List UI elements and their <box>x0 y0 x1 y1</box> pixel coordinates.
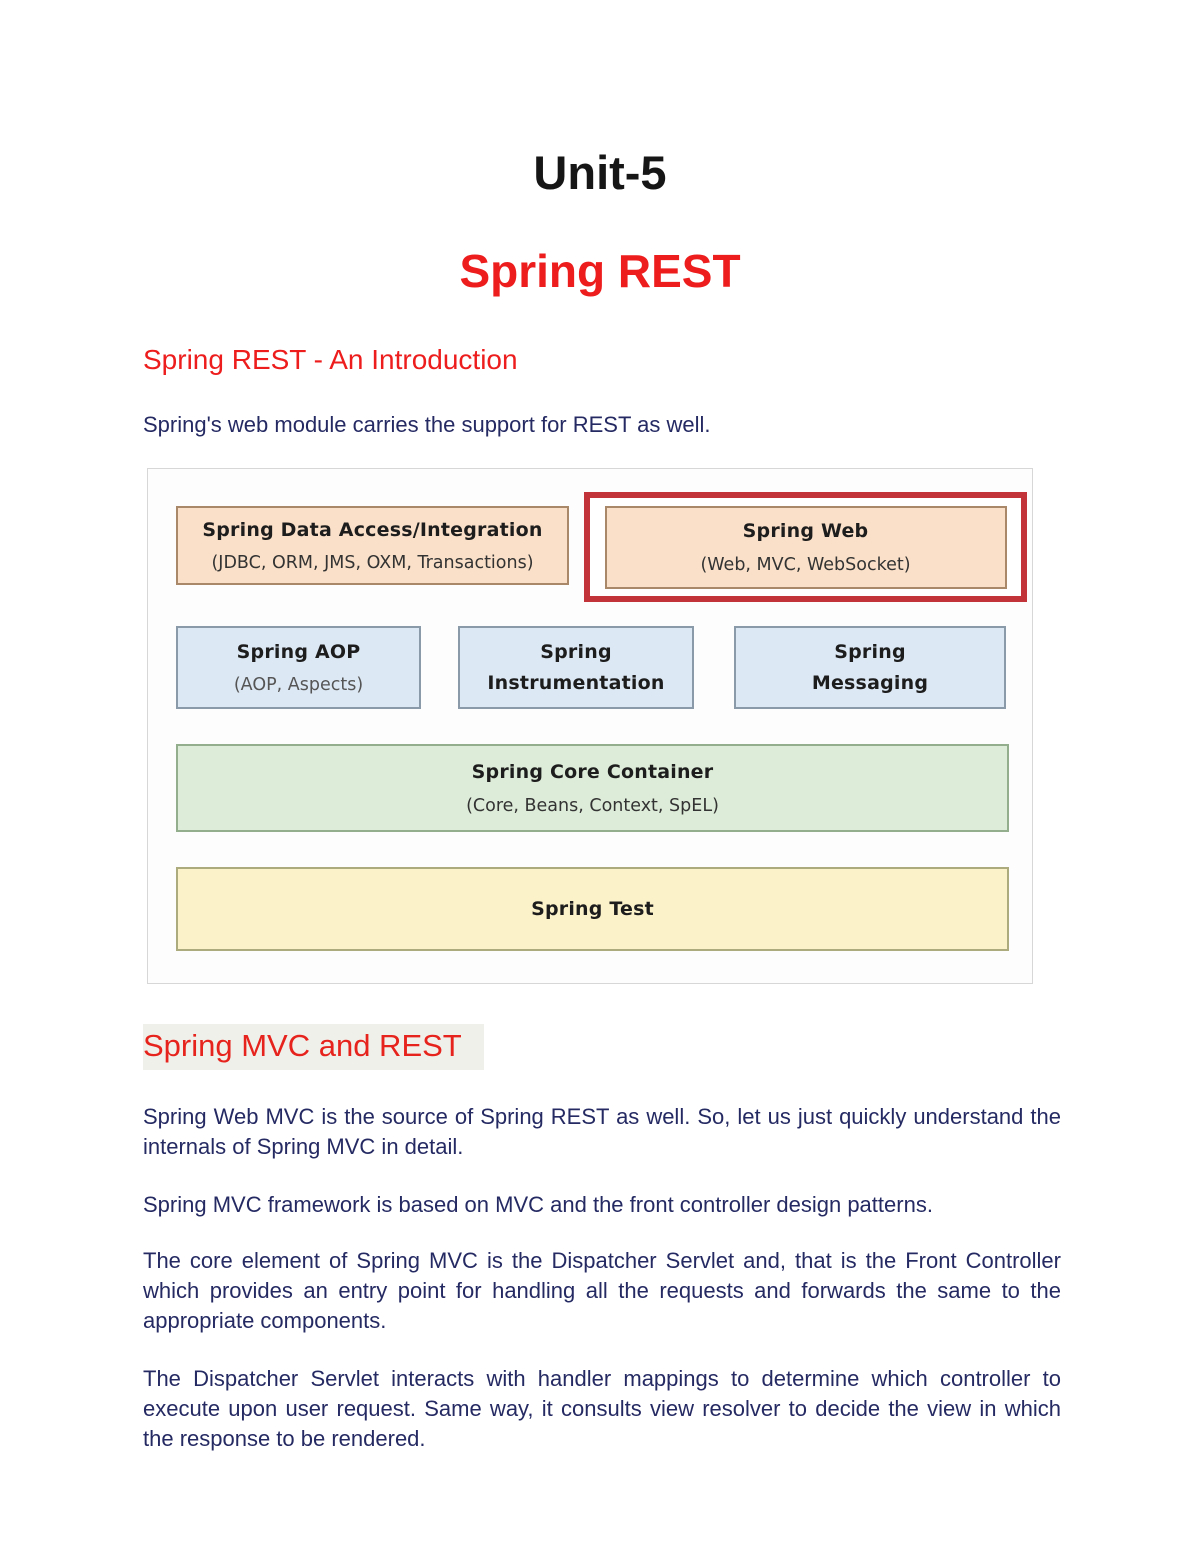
box-title: Spring AOP <box>236 640 361 663</box>
box-subtitle: (Web, MVC, WebSocket) <box>700 554 911 575</box>
document-body: Spring REST - An Introduction Spring's w… <box>143 344 1061 1454</box>
mvc-heading-text: Spring MVC and REST <box>143 1024 484 1070</box>
intro-paragraph: Spring's web module carries the support … <box>143 412 711 437</box>
box-title: Spring Core Container <box>471 760 714 783</box>
box-subtitle: (AOP, Aspects) <box>233 674 364 695</box>
main-title: Spring REST <box>459 245 741 297</box>
mvc-paragraph-3: The core element of Spring MVC is the Di… <box>143 1248 1061 1333</box>
mvc-paragraph-2: Spring MVC framework is based on MVC and… <box>143 1192 933 1217</box>
spring-messaging-box: Spring Messaging <box>734 626 1006 709</box>
box-subtitle: (Core, Beans, Context, SpEL) <box>466 795 719 816</box>
mvc-section-heading: Spring MVC and REST <box>143 1024 1061 1070</box>
mvc-paragraph-1: Spring Web MVC is the source of Spring R… <box>143 1104 1061 1159</box>
box-title: Spring Data Access/Integration <box>202 518 543 541</box>
mvc-paragraph-4: The Dispatcher Servlet interacts with ha… <box>143 1366 1061 1451</box>
spring-architecture-diagram: Spring Data Access/Integration (JDBC, OR… <box>147 468 1033 984</box>
unit-title: Unit-5 <box>533 146 667 199</box>
spring-web-box: Spring Web (Web, MVC, WebSocket) <box>604 505 1007 589</box>
box-title-line2: Instrumentation <box>487 672 665 694</box>
spring-instrumentation-box: Spring Instrumentation <box>458 626 694 709</box>
spring-test-box: Spring Test <box>176 867 1009 951</box>
box-title: Spring Test <box>531 898 654 920</box>
box-title-line2: Messaging <box>811 672 929 694</box>
box-title-line1: Spring <box>834 641 906 663</box>
box-title-line1: Spring <box>540 641 612 663</box>
box-title: Spring Web <box>742 519 869 542</box>
data-access-integration-box: Spring Data Access/Integration (JDBC, OR… <box>176 506 569 585</box>
spring-core-container-box: Spring Core Container (Core, Beans, Cont… <box>176 744 1009 832</box>
box-subtitle: (JDBC, ORM, JMS, OXM, Transactions) <box>211 552 534 573</box>
spring-aop-box: Spring AOP (AOP, Aspects) <box>176 626 421 709</box>
intro-section-heading: Spring REST - An Introduction <box>143 344 518 375</box>
spring-web-highlight-outline: Spring Web (Web, MVC, WebSocket) <box>584 492 1027 602</box>
